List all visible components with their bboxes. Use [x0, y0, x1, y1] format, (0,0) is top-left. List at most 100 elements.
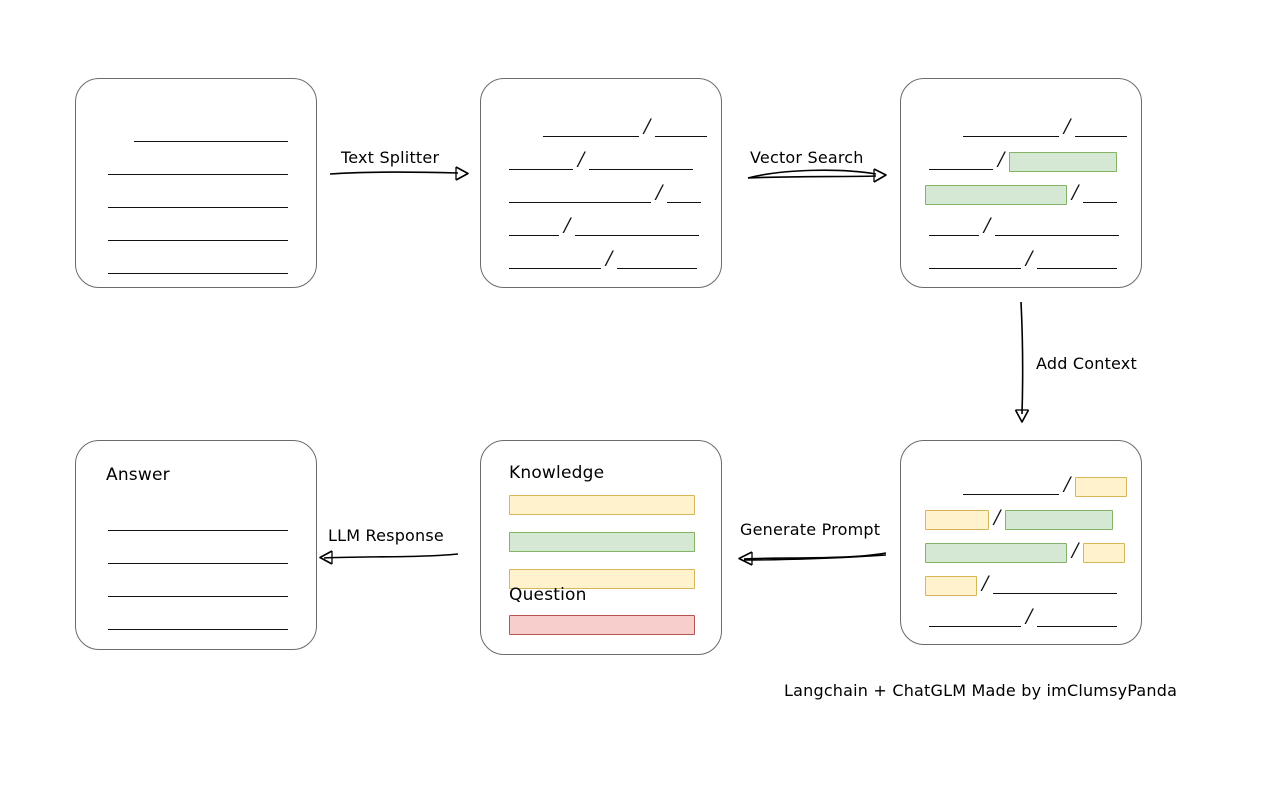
green-highlight-chip — [925, 185, 1067, 205]
slash-separator: / — [1064, 472, 1071, 495]
slash-separator: / — [564, 213, 571, 236]
document-line — [108, 513, 288, 533]
llm-response-arrow — [319, 550, 459, 565]
prompt-card[interactable]: Knowledge Question — [480, 440, 722, 655]
answer-heading: Answer — [106, 465, 170, 485]
credit-text: Langchain + ChatGLM Made by imClumsyPand… — [784, 681, 1178, 700]
document-line: / — [509, 246, 698, 271]
text-line-segment — [108, 273, 288, 274]
document-line: / — [543, 114, 708, 139]
text-line-segment — [993, 593, 1118, 594]
text-splitter-arrow — [329, 166, 469, 181]
green-highlight-chip — [1005, 510, 1114, 530]
text-line-segment — [1075, 136, 1128, 137]
document-line — [108, 157, 288, 177]
text-line-segment — [543, 136, 639, 137]
yellow-highlight-chip — [925, 576, 977, 596]
slash-separator: / — [1072, 538, 1079, 561]
vector-search-arrow-label: Vector Search — [750, 148, 864, 167]
slash-separator: / — [644, 114, 651, 137]
text-line-segment — [1037, 626, 1118, 627]
document-line: / — [509, 180, 702, 205]
text-line-segment — [1037, 268, 1118, 269]
answer-card[interactable]: Answer — [75, 440, 317, 650]
text-line-segment — [929, 626, 1021, 627]
document-line: / — [509, 147, 694, 172]
slash-separator: / — [984, 213, 991, 236]
slash-separator: / — [1064, 114, 1071, 137]
matched-chunks-card[interactable]: / / / / / — [900, 78, 1142, 288]
text-line-segment — [929, 169, 993, 170]
text-line-segment — [509, 169, 573, 170]
slash-separator: / — [994, 505, 1001, 528]
knowledge-bar — [509, 532, 695, 552]
knowledge-bar — [509, 495, 695, 515]
document-line — [108, 256, 288, 276]
split-chunks-card[interactable]: / / / / / — [480, 78, 722, 288]
document-line: / — [929, 147, 1118, 172]
slash-separator: / — [982, 571, 989, 594]
knowledge-bar — [509, 569, 695, 589]
text-line-segment — [108, 629, 288, 630]
yellow-highlight-chip — [1083, 543, 1126, 563]
text-line-segment — [108, 240, 288, 241]
document-line: / — [929, 213, 1120, 238]
text-line-segment — [108, 563, 288, 564]
text-line-segment — [963, 136, 1059, 137]
llm-response-arrow-label: LLM Response — [328, 526, 444, 545]
text-line-segment — [108, 596, 288, 597]
slash-separator: / — [656, 180, 663, 203]
text-line-segment — [108, 530, 288, 531]
add-context-arrow-label: Add Context — [1036, 354, 1137, 373]
document-line: / — [925, 505, 1114, 530]
document-line — [108, 612, 288, 632]
source-document-rows — [76, 79, 316, 287]
text-line-segment — [589, 169, 694, 170]
text-line-segment — [509, 268, 601, 269]
question-heading: Question — [509, 585, 587, 605]
split-chunks-rows: / / / / / — [481, 79, 721, 287]
document-line — [108, 579, 288, 599]
slash-separator: / — [606, 246, 613, 269]
slash-separator: / — [1026, 246, 1033, 269]
text-line-segment — [134, 141, 288, 142]
text-line-segment — [995, 235, 1120, 236]
generate-prompt-arrow-label: Generate Prompt — [740, 520, 881, 539]
answer-rows — [76, 441, 316, 649]
document-line: / — [929, 246, 1118, 271]
yellow-highlight-chip — [925, 510, 989, 530]
green-highlight-chip — [1009, 152, 1118, 172]
document-line: / — [925, 571, 1118, 596]
document-line: / — [963, 114, 1128, 139]
context-chunks-card[interactable]: ///// — [900, 440, 1142, 645]
document-line — [134, 124, 288, 144]
document-line — [108, 223, 288, 243]
text-splitter-arrow-label: Text Splitter — [341, 148, 440, 167]
knowledge-heading: Knowledge — [509, 463, 605, 483]
vector-search-arrow — [747, 168, 887, 183]
add-context-arrow — [1014, 301, 1030, 423]
document-line: / — [925, 180, 1118, 205]
slash-separator: / — [578, 147, 585, 170]
document-line: / — [963, 472, 1128, 497]
question-bar — [509, 615, 695, 635]
text-line-segment — [929, 268, 1021, 269]
green-highlight-chip — [925, 543, 1067, 563]
text-line-segment — [1083, 202, 1118, 203]
document-line — [108, 190, 288, 210]
document-line — [108, 546, 288, 566]
slash-separator: / — [1072, 180, 1079, 203]
source-document-card[interactable] — [75, 78, 317, 288]
slash-separator: / — [998, 147, 1005, 170]
text-line-segment — [575, 235, 700, 236]
text-line-segment — [509, 235, 559, 236]
document-line: / — [509, 213, 700, 238]
document-line: / — [925, 538, 1126, 563]
text-line-segment — [509, 202, 651, 203]
yellow-highlight-chip — [1075, 477, 1128, 497]
context-chunks-rows: ///// — [901, 441, 1141, 644]
matched-chunks-rows: / / / / / — [901, 79, 1141, 287]
text-line-segment — [108, 207, 288, 208]
generate-prompt-arrow — [738, 551, 887, 566]
